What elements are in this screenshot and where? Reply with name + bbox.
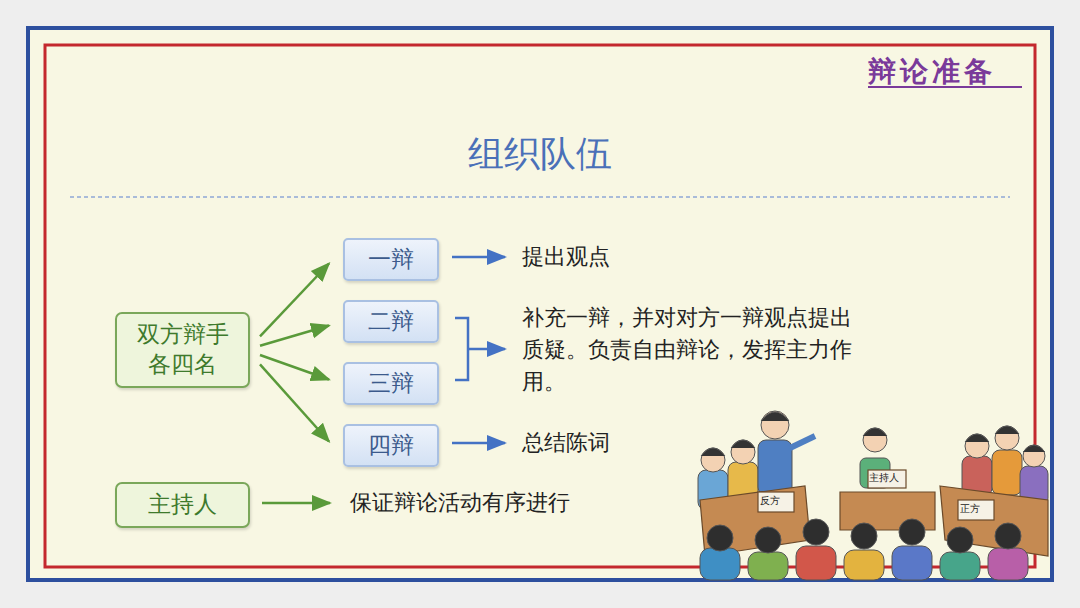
section-heading: 辩论准备 [868, 52, 996, 93]
role-duty: 总结陈词 [522, 427, 610, 459]
role-duty: 提出观点 [522, 241, 610, 273]
role-box: 四辩 [343, 424, 439, 467]
inner-border [45, 45, 1035, 567]
desk-sign: 反方 [760, 493, 780, 509]
role-box: 三辩 [343, 362, 439, 405]
box-text: 一辩 [368, 244, 414, 275]
box-text: 三辩 [368, 368, 414, 399]
group-box: 双方辩手 各四名 [115, 312, 250, 388]
box-text: 主持人 [148, 490, 217, 520]
desk-sign: 正方 [960, 501, 980, 517]
fan-arrow [260, 364, 329, 441]
box-text: 二辩 [368, 306, 414, 337]
role-duty: 补充一辩，并对对方一辩观点提出质疑。负责自由辩论，发挥主力作用。 [522, 302, 857, 398]
fan-arrow [260, 326, 329, 346]
blue-arrows [452, 257, 505, 443]
desk-sign: 主持人 [869, 471, 899, 485]
host-duty: 保证辩论活动有序进行 [350, 487, 570, 519]
host-box: 主持人 [115, 482, 250, 528]
box-text: 四辩 [368, 430, 414, 461]
box-text: 双方辩手 各四名 [127, 320, 238, 380]
host-arrow [262, 502, 330, 505]
role-box: 二辩 [343, 300, 439, 343]
slide-title: 组织队伍 [0, 130, 1080, 179]
dashed-divider [70, 196, 1010, 198]
classroom-illustration [698, 411, 1048, 580]
outer-border [28, 28, 1052, 580]
role-box: 一辩 [343, 238, 439, 281]
fan-arrow [260, 264, 329, 337]
